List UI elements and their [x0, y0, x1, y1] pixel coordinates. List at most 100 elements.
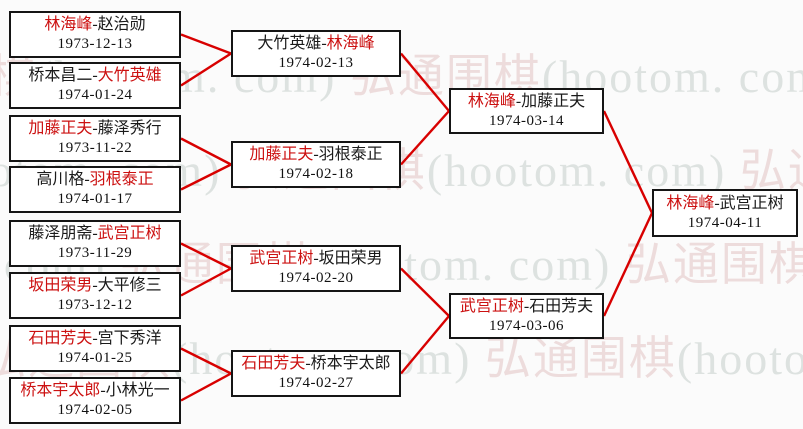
bracket-connector-line	[400, 110, 450, 166]
player-loser: 赵治勋	[97, 16, 146, 34]
separator: -	[100, 382, 106, 400]
match-date: 1973-11-29	[57, 245, 133, 262]
player-winner: 石田芳夫	[241, 355, 306, 373]
separator: -	[84, 171, 90, 189]
match-date: 1974-01-24	[57, 87, 133, 104]
bracket-connector-line	[400, 315, 450, 375]
match-players: 坂田荣男-大平修三	[28, 275, 161, 296]
player-loser: 坂田荣男	[318, 250, 383, 268]
match-date: 1973-12-13	[57, 36, 133, 53]
bracket-connector-line	[180, 267, 232, 297]
match-players: 高川格-羽根泰正	[36, 169, 153, 190]
bracket-connector-line	[602, 212, 654, 317]
match-date: 1974-04-11	[687, 214, 763, 231]
player-loser: 石田芳夫	[529, 297, 594, 315]
player-winner: 石田芳夫	[28, 330, 93, 348]
bracket-connector-line	[400, 267, 450, 317]
bracket-connector-line	[180, 137, 232, 166]
player-winner: 加藤正夫	[28, 120, 93, 138]
player-loser: 桥本昌二	[28, 67, 93, 85]
player-winner: 大竹英雄	[97, 67, 162, 85]
player-loser: 宫下秀洋	[97, 330, 162, 348]
bracket-connector-line	[180, 372, 232, 402]
separator: -	[313, 250, 319, 268]
player-winner: 羽根泰正	[89, 171, 154, 189]
match-date: 1974-02-20	[278, 270, 354, 287]
separator: -	[523, 297, 530, 315]
bracket-connector-line	[180, 163, 232, 191]
player-loser: 大竹英雄	[257, 35, 322, 53]
separator: -	[92, 16, 98, 34]
match-players: 石田芳夫-宫下秀洋	[28, 328, 161, 349]
match-players: 桥本昌二-大竹英雄	[28, 65, 161, 86]
separator: -	[313, 146, 319, 164]
bracket-connector-line	[180, 242, 232, 270]
player-loser: 大平修三	[97, 277, 162, 295]
match-date: 1974-01-25	[57, 350, 133, 367]
bracket-connector-line	[180, 33, 232, 55]
player-loser: 武宫正树	[719, 194, 784, 212]
match-date: 1973-11-22	[57, 140, 133, 157]
separator: -	[92, 277, 98, 295]
player-loser: 羽根泰正	[318, 146, 383, 164]
match-date: 1974-02-18	[278, 166, 354, 183]
match-date: 1974-02-05	[57, 402, 133, 419]
player-loser: 加藤正夫	[521, 92, 586, 110]
bracket-connector-line	[602, 110, 654, 214]
player-winner: 武宫正树	[249, 250, 314, 268]
bracket-connector-line	[400, 52, 450, 112]
separator: -	[714, 194, 720, 212]
bracket-connector-line	[180, 347, 232, 375]
player-winner: 加藤正夫	[249, 146, 314, 164]
player-winner: 武宫正树	[97, 225, 162, 243]
match-date: 1974-01-17	[57, 191, 133, 208]
match-players: 加藤正夫-羽根泰正	[249, 144, 382, 165]
player-winner: 武宫正树	[459, 297, 524, 315]
match-players: 武宫正树-坂田荣男	[249, 248, 382, 269]
match-date: 1973-12-12	[57, 297, 133, 314]
player-winner: 林海峰	[666, 194, 715, 212]
separator: -	[92, 67, 98, 85]
match-players: 林海峰-武宫正树	[666, 193, 783, 214]
player-loser: 高川格	[36, 171, 85, 189]
separator: -	[305, 355, 311, 373]
player-winner: 坂田荣男	[28, 277, 93, 295]
separator: -	[92, 330, 98, 348]
separator: -	[515, 92, 522, 110]
match-players: 林海峰-赵治勋	[44, 14, 145, 35]
match-players: 加藤正夫-藤泽秀行	[28, 118, 161, 139]
match-date: 1974-03-06	[489, 317, 564, 334]
match-players: 桥本宇太郎-小林光一	[20, 380, 169, 401]
match-players: 藤泽朋斋-武宫正树	[28, 223, 161, 244]
match-players: 武宫正树-石田芳夫	[460, 296, 593, 317]
match-players: 大竹英雄-林海峰	[257, 33, 374, 54]
player-winner: 林海峰	[326, 35, 375, 53]
player-winner: 林海峰	[44, 16, 93, 34]
match-date: 1974-02-27	[278, 375, 354, 392]
player-loser: 藤泽朋斋	[28, 225, 93, 243]
match-date: 1974-03-14	[489, 112, 564, 129]
match-players: 林海峰-加藤正夫	[468, 91, 585, 112]
separator: -	[321, 35, 327, 53]
player-loser: 桥本宇太郎	[310, 355, 391, 373]
match-players: 石田芳夫-桥本宇太郎	[241, 353, 390, 374]
player-loser: 小林光一	[105, 382, 170, 400]
separator: -	[92, 120, 98, 138]
player-winner: 林海峰	[467, 92, 516, 110]
